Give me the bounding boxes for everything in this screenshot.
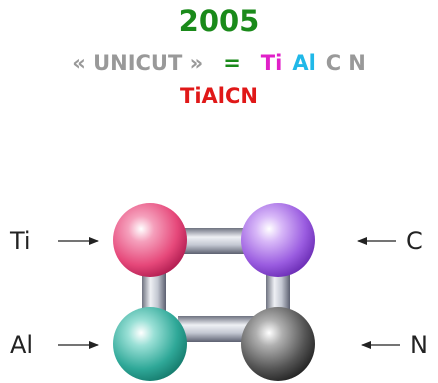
label-c: C (406, 227, 423, 255)
formula-al: Al (292, 51, 316, 75)
molecule-svg: Ti C Al N (9, 203, 428, 381)
formula-n: N (348, 51, 366, 75)
trade-name: « UNICUT » (72, 51, 204, 75)
atom-al (113, 307, 187, 381)
label-al: Al (10, 331, 33, 359)
atom-ti (113, 203, 187, 277)
formula-c: C (325, 51, 342, 75)
label-n: N (410, 331, 428, 359)
label-ti: Ti (9, 227, 31, 255)
year-title: 2005 (178, 4, 260, 38)
atom-c (241, 203, 315, 277)
atom-n (241, 307, 315, 381)
equals-sign: = (223, 51, 241, 75)
molecule-diagram: Ti C Al N (0, 180, 438, 383)
compound-name: TiAlCN (180, 84, 258, 108)
formula-ti: Ti (260, 51, 283, 75)
